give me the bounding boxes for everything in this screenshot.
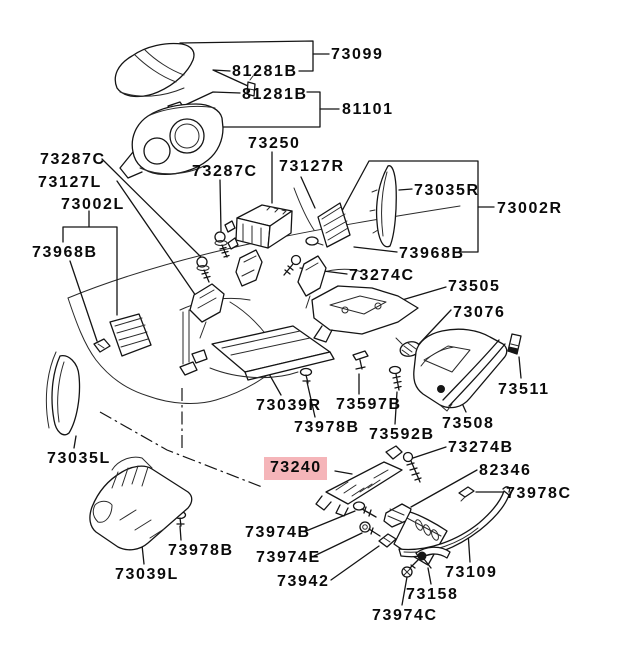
part-label-73505[interactable]: 73505 xyxy=(448,278,501,295)
part-label-82346[interactable]: 82346 xyxy=(479,462,532,479)
part-drawing-73109-garnish xyxy=(398,486,511,560)
part-drawing-73035l-trim xyxy=(45,351,81,436)
part-drawing-73274b-screw xyxy=(402,451,422,483)
part-label-73002l[interactable]: 73002L xyxy=(61,196,125,213)
part-drawing-73287c-screw-a xyxy=(214,231,230,258)
part-drawing-73974b-screw xyxy=(352,501,377,518)
part-drawing-73240-bracket xyxy=(315,445,403,517)
part-label-73942[interactable]: 73942 xyxy=(277,573,330,590)
part-label-73974b[interactable]: 73974B xyxy=(245,524,311,541)
part-drawing-73597b-clip xyxy=(352,350,369,370)
leader-lines xyxy=(62,40,522,606)
part-drawing-73039r-tray xyxy=(179,325,335,381)
part-drawing-column-bracket xyxy=(189,283,225,339)
part-drawing-73287c-screw-b xyxy=(196,256,211,283)
part-label-73127l[interactable]: 73127L xyxy=(38,174,102,191)
part-drawing-73978b-pin-mid xyxy=(299,367,313,384)
part-label-73968b-right[interactable]: 73968B xyxy=(399,245,465,262)
part-label-73287c-mid[interactable]: 73287C xyxy=(192,163,258,180)
part-drawing-73158-screw xyxy=(417,551,432,569)
part-label-73127r[interactable]: 73127R xyxy=(279,158,345,175)
part-drawing-73974e-bolt xyxy=(359,521,381,537)
part-label-73511[interactable]: 73511 xyxy=(498,381,550,398)
part-label-73287c-left[interactable]: 73287C xyxy=(40,151,106,168)
part-drawing-center-bracket xyxy=(297,255,327,309)
part-drawing-ecu-bracket xyxy=(235,249,263,287)
part-drawing-73974c-screw xyxy=(401,559,419,578)
part-label-73978c[interactable]: 73978C xyxy=(506,485,572,502)
part-drawing-73505-bracket xyxy=(311,285,419,343)
part-label-73274c[interactable]: 73274C xyxy=(349,267,415,284)
part-label-73978b-bottom[interactable]: 73978B xyxy=(168,542,234,559)
part-drawing-81281b-clip-1 xyxy=(246,75,256,97)
part-label-73968b-left[interactable]: 73968B xyxy=(32,244,98,261)
part-label-73508[interactable]: 73508 xyxy=(442,415,495,432)
part-drawing-73968b-left-clip xyxy=(93,338,111,353)
part-label-73035r[interactable]: 73035R xyxy=(414,182,480,199)
part-label-73978b-mid[interactable]: 73978B xyxy=(294,419,360,436)
part-drawing-73942-clip xyxy=(378,533,397,548)
part-label-73099[interactable]: 73099 xyxy=(331,46,384,63)
part-label-81101[interactable]: 81101 xyxy=(342,101,394,118)
part-label-73250[interactable]: 73250 xyxy=(248,135,301,152)
part-label-81281b-1[interactable]: 81281B xyxy=(232,63,298,80)
part-label-81281b-2[interactable]: 81281B xyxy=(242,86,308,103)
part-drawing-73039l-duct xyxy=(89,456,193,551)
part-label-73035l[interactable]: 73035L xyxy=(47,450,111,467)
part-drawing-73250-ecu xyxy=(224,204,293,250)
part-drawing-73592b-screw xyxy=(388,365,402,391)
part-drawing-73099 xyxy=(114,42,195,98)
part-label-73592b[interactable]: 73592B xyxy=(369,426,435,443)
part-label-73002r[interactable]: 73002R xyxy=(497,200,563,217)
part-label-73240-highlighted[interactable]: 73240 xyxy=(264,457,327,480)
part-drawing-81101 xyxy=(119,103,224,179)
part-label-73974c[interactable]: 73974C xyxy=(372,607,438,624)
part-label-73158[interactable]: 73158 xyxy=(406,586,459,603)
part-label-73039r[interactable]: 73039R xyxy=(256,397,322,414)
part-label-73597b[interactable]: 73597B xyxy=(336,396,402,413)
part-label-73039l[interactable]: 73039L xyxy=(115,566,179,583)
part-label-73109[interactable]: 73109 xyxy=(445,564,498,581)
part-label-73974e[interactable]: 73974E xyxy=(256,549,321,566)
part-drawing-73127l-vent xyxy=(109,313,152,357)
centerline-dash-dot xyxy=(99,388,263,488)
part-drawing-73508-glovebox xyxy=(413,328,508,412)
part-drawing-73127r-vent xyxy=(305,202,351,248)
part-drawing-73978c-clip xyxy=(458,486,475,502)
part-drawing-73035r-trim xyxy=(369,165,397,248)
part-label-73076[interactable]: 73076 xyxy=(453,304,506,321)
part-drawing-73274c-bolt xyxy=(283,254,302,276)
part-drawing-73511-damper xyxy=(507,333,522,355)
part-label-73274b[interactable]: 73274B xyxy=(448,439,514,456)
